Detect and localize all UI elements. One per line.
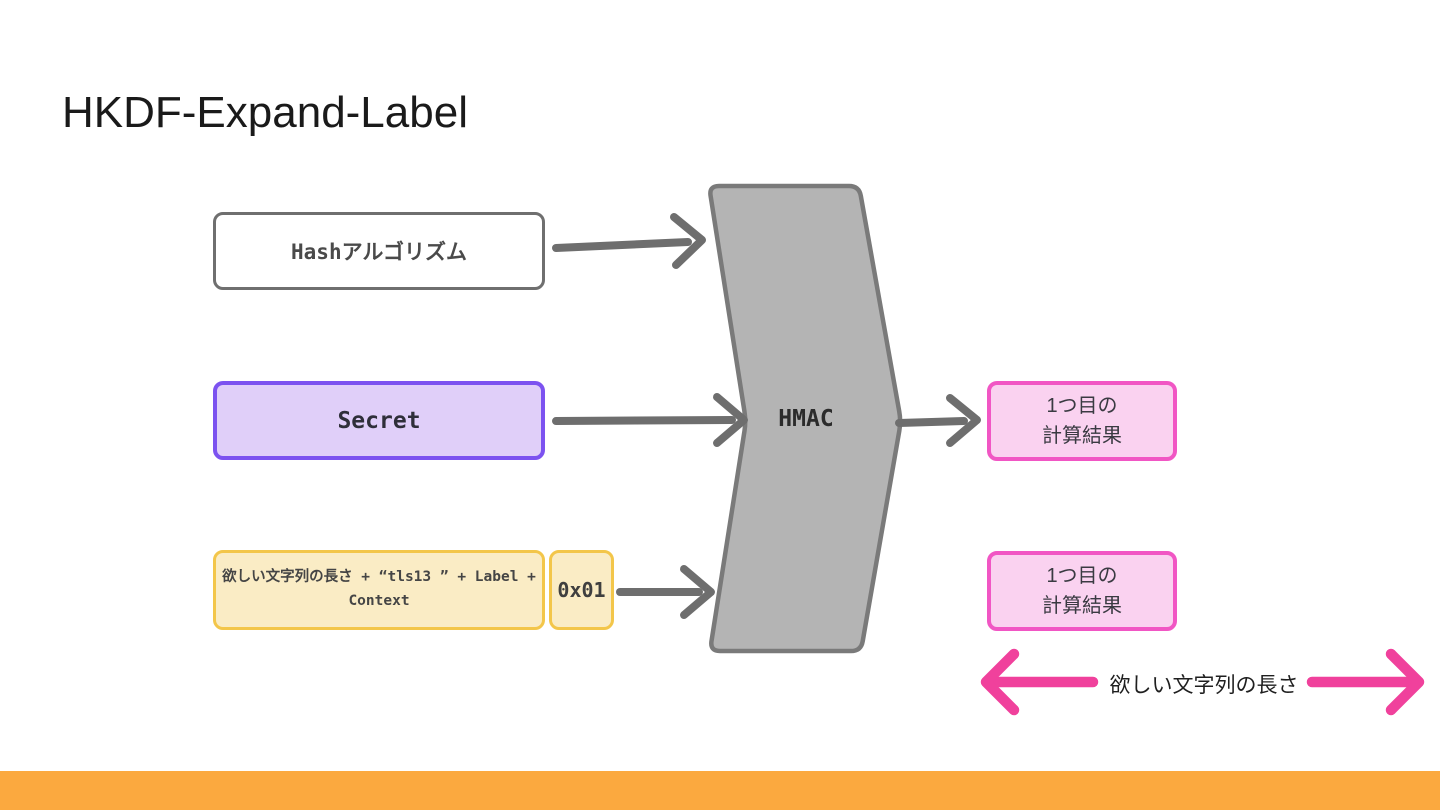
secret-label: Secret [337,407,421,434]
byte-0x01-label: 0x01 [557,578,606,602]
footer-accent-bar [0,771,1440,810]
byte-0x01-box: 0x01 [549,550,614,630]
hmac-label: HMAC [778,406,834,432]
arrow-secret-to-hmac [552,393,748,447]
result-box-2: 1つ目の 計算結果 [987,551,1177,631]
arrow-hmac-to-result [895,394,981,447]
label-context-line1: 欲しい文字列の長さ + “tls13 ” + Label + [222,569,536,586]
label-context-box: 欲しい文字列の長さ + “tls13 ” + Label + Context [213,550,545,630]
desired-length-double-arrow [980,648,1425,716]
arrow-hash-to-hmac [552,213,706,269]
result-2-line1: 1つ目の [1046,565,1118,587]
result-box-1: 1つ目の 計算結果 [987,381,1177,461]
hash-algorithm-box: Hashアルゴリズム [213,212,545,290]
result-2-line2: 計算結果 [1042,595,1122,617]
hash-algorithm-label: Hashアルゴリズム [291,240,467,264]
arrow-params-to-hmac [616,565,715,619]
result-1-line2: 計算結果 [1042,425,1122,447]
secret-box: Secret [213,381,545,460]
result-1-line1: 1つ目の [1046,395,1118,417]
desired-length-annotation: 欲しい文字列の長さ [1109,674,1299,697]
slide-title: HKDF-Expand-Label [62,88,468,137]
hmac-funnel-shape [708,183,903,654]
label-context-line2: Context [348,593,410,609]
